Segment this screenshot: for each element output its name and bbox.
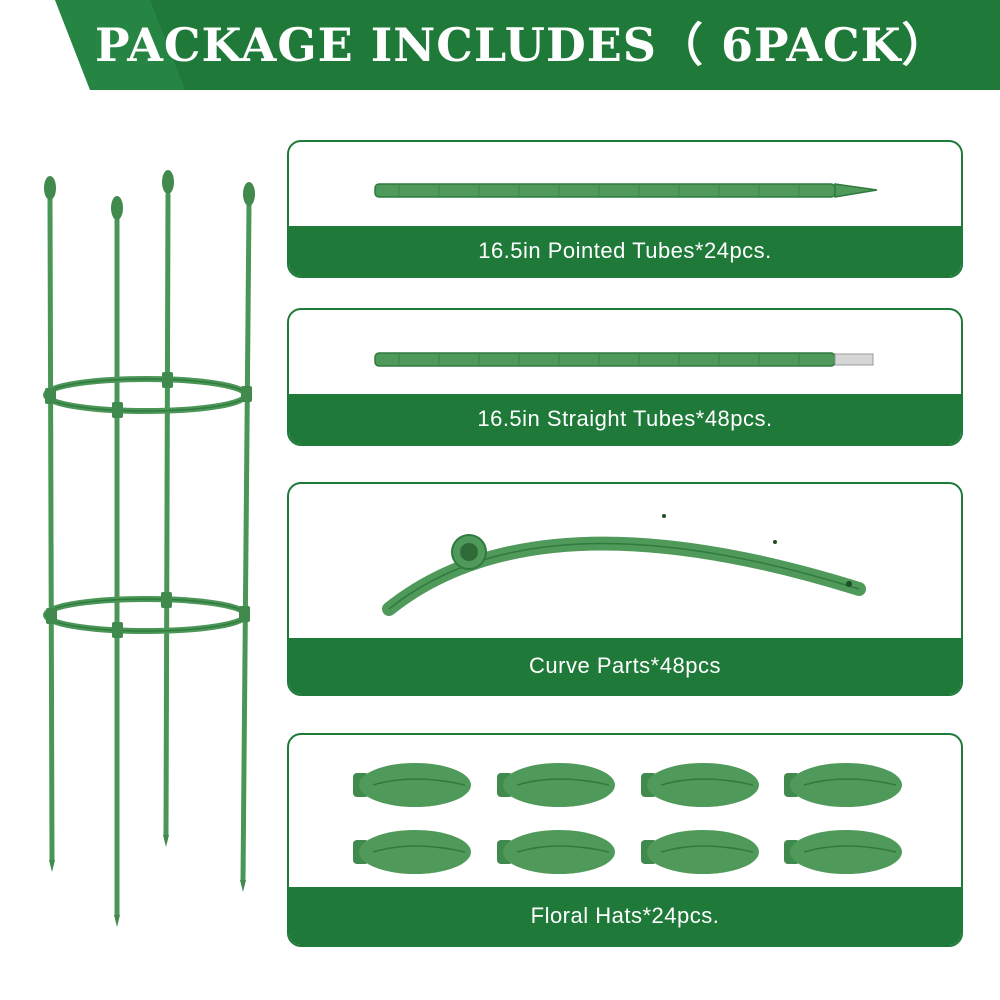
item-label: Floral Hats*24pcs. [289, 887, 961, 945]
banner-background [55, 0, 1000, 90]
header-banner: PACKAGE INCLUDES（ 6PACK） [0, 0, 1000, 90]
banner-title: PACKAGE INCLUDES（ 6PACK） [95, 18, 949, 72]
pointed-tube-image [289, 142, 961, 233]
item-card-straight-tubes: 16.5in Straight Tubes*48pcs. [287, 308, 963, 446]
item-card-floral-hats: Floral Hats*24pcs. [287, 733, 963, 947]
floral-hat-image [289, 735, 961, 894]
item-label: Curve Parts*48pcs [289, 638, 961, 694]
curve-part-image [289, 484, 961, 645]
assembled-trellis-image [30, 160, 270, 940]
straight-tube-image [289, 310, 961, 401]
item-label: 16.5in Pointed Tubes*24pcs. [289, 226, 961, 276]
item-card-pointed-tubes: 16.5in Pointed Tubes*24pcs. [287, 140, 963, 278]
item-label: 16.5in Straight Tubes*48pcs. [289, 394, 961, 444]
item-card-curve-parts: Curve Parts*48pcs [287, 482, 963, 696]
